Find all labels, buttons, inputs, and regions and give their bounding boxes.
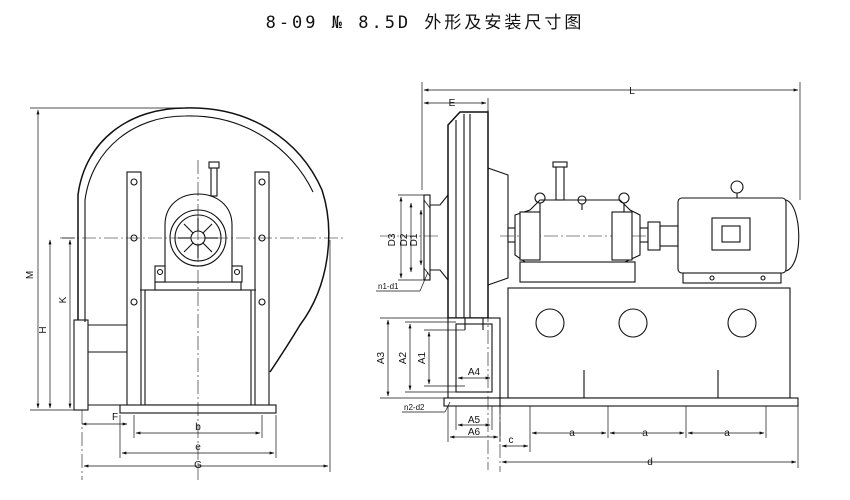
dim-label-n2-d2: n2-d2 bbox=[404, 403, 425, 412]
side-view: L E bbox=[376, 82, 801, 472]
dim-label-a-3: a bbox=[724, 428, 730, 439]
dim-label-A3: A3 bbox=[376, 351, 387, 364]
dim-label-A5: A5 bbox=[468, 415, 481, 426]
support-column-left bbox=[126, 171, 142, 408]
bearing-housing bbox=[154, 161, 243, 283]
dim-label-a-1: a bbox=[569, 428, 575, 439]
support-column-right bbox=[254, 171, 270, 408]
dim-label-e: e bbox=[195, 442, 201, 453]
front-view: M K H F b e G bbox=[25, 107, 345, 480]
dim-label-M: M bbox=[25, 271, 36, 279]
dim-label-a-2: a bbox=[642, 428, 648, 439]
dim-label-F: F bbox=[112, 412, 118, 423]
page-title: 8-09 № 8.5D 外形及安装尺寸图 bbox=[265, 13, 585, 33]
dim-label-A6: A6 bbox=[468, 427, 481, 438]
inlet-flange bbox=[423, 193, 449, 282]
dim-label-E: E bbox=[449, 98, 456, 109]
dim-label-D1: D1 bbox=[409, 233, 420, 246]
dim-label-K: K bbox=[58, 296, 69, 303]
dim-label-H: H bbox=[38, 326, 49, 333]
dim-label-D3: D3 bbox=[387, 233, 398, 246]
motor bbox=[677, 180, 800, 284]
shaft-bearing-assembly bbox=[500, 161, 700, 283]
dim-label-b: b bbox=[195, 422, 201, 433]
dim-label-L: L bbox=[629, 86, 635, 97]
dim-label-d: d bbox=[647, 457, 653, 468]
dim-label-n1-d1: n1-d1 bbox=[378, 282, 399, 291]
coupling bbox=[647, 221, 679, 251]
fan-housing-side bbox=[447, 111, 509, 319]
dim-label-D2: D2 bbox=[399, 233, 410, 246]
outlet-duct bbox=[443, 317, 505, 407]
dim-label-A1: A1 bbox=[417, 351, 428, 364]
scroll-housing bbox=[77, 107, 330, 373]
outlet-flange bbox=[73, 319, 89, 411]
base-frame bbox=[499, 287, 799, 407]
dim-label-G: G bbox=[194, 460, 202, 471]
dim-label-c: c bbox=[509, 435, 514, 446]
dim-label-A2: A2 bbox=[398, 351, 409, 364]
dim-label-A4: A4 bbox=[468, 367, 481, 378]
